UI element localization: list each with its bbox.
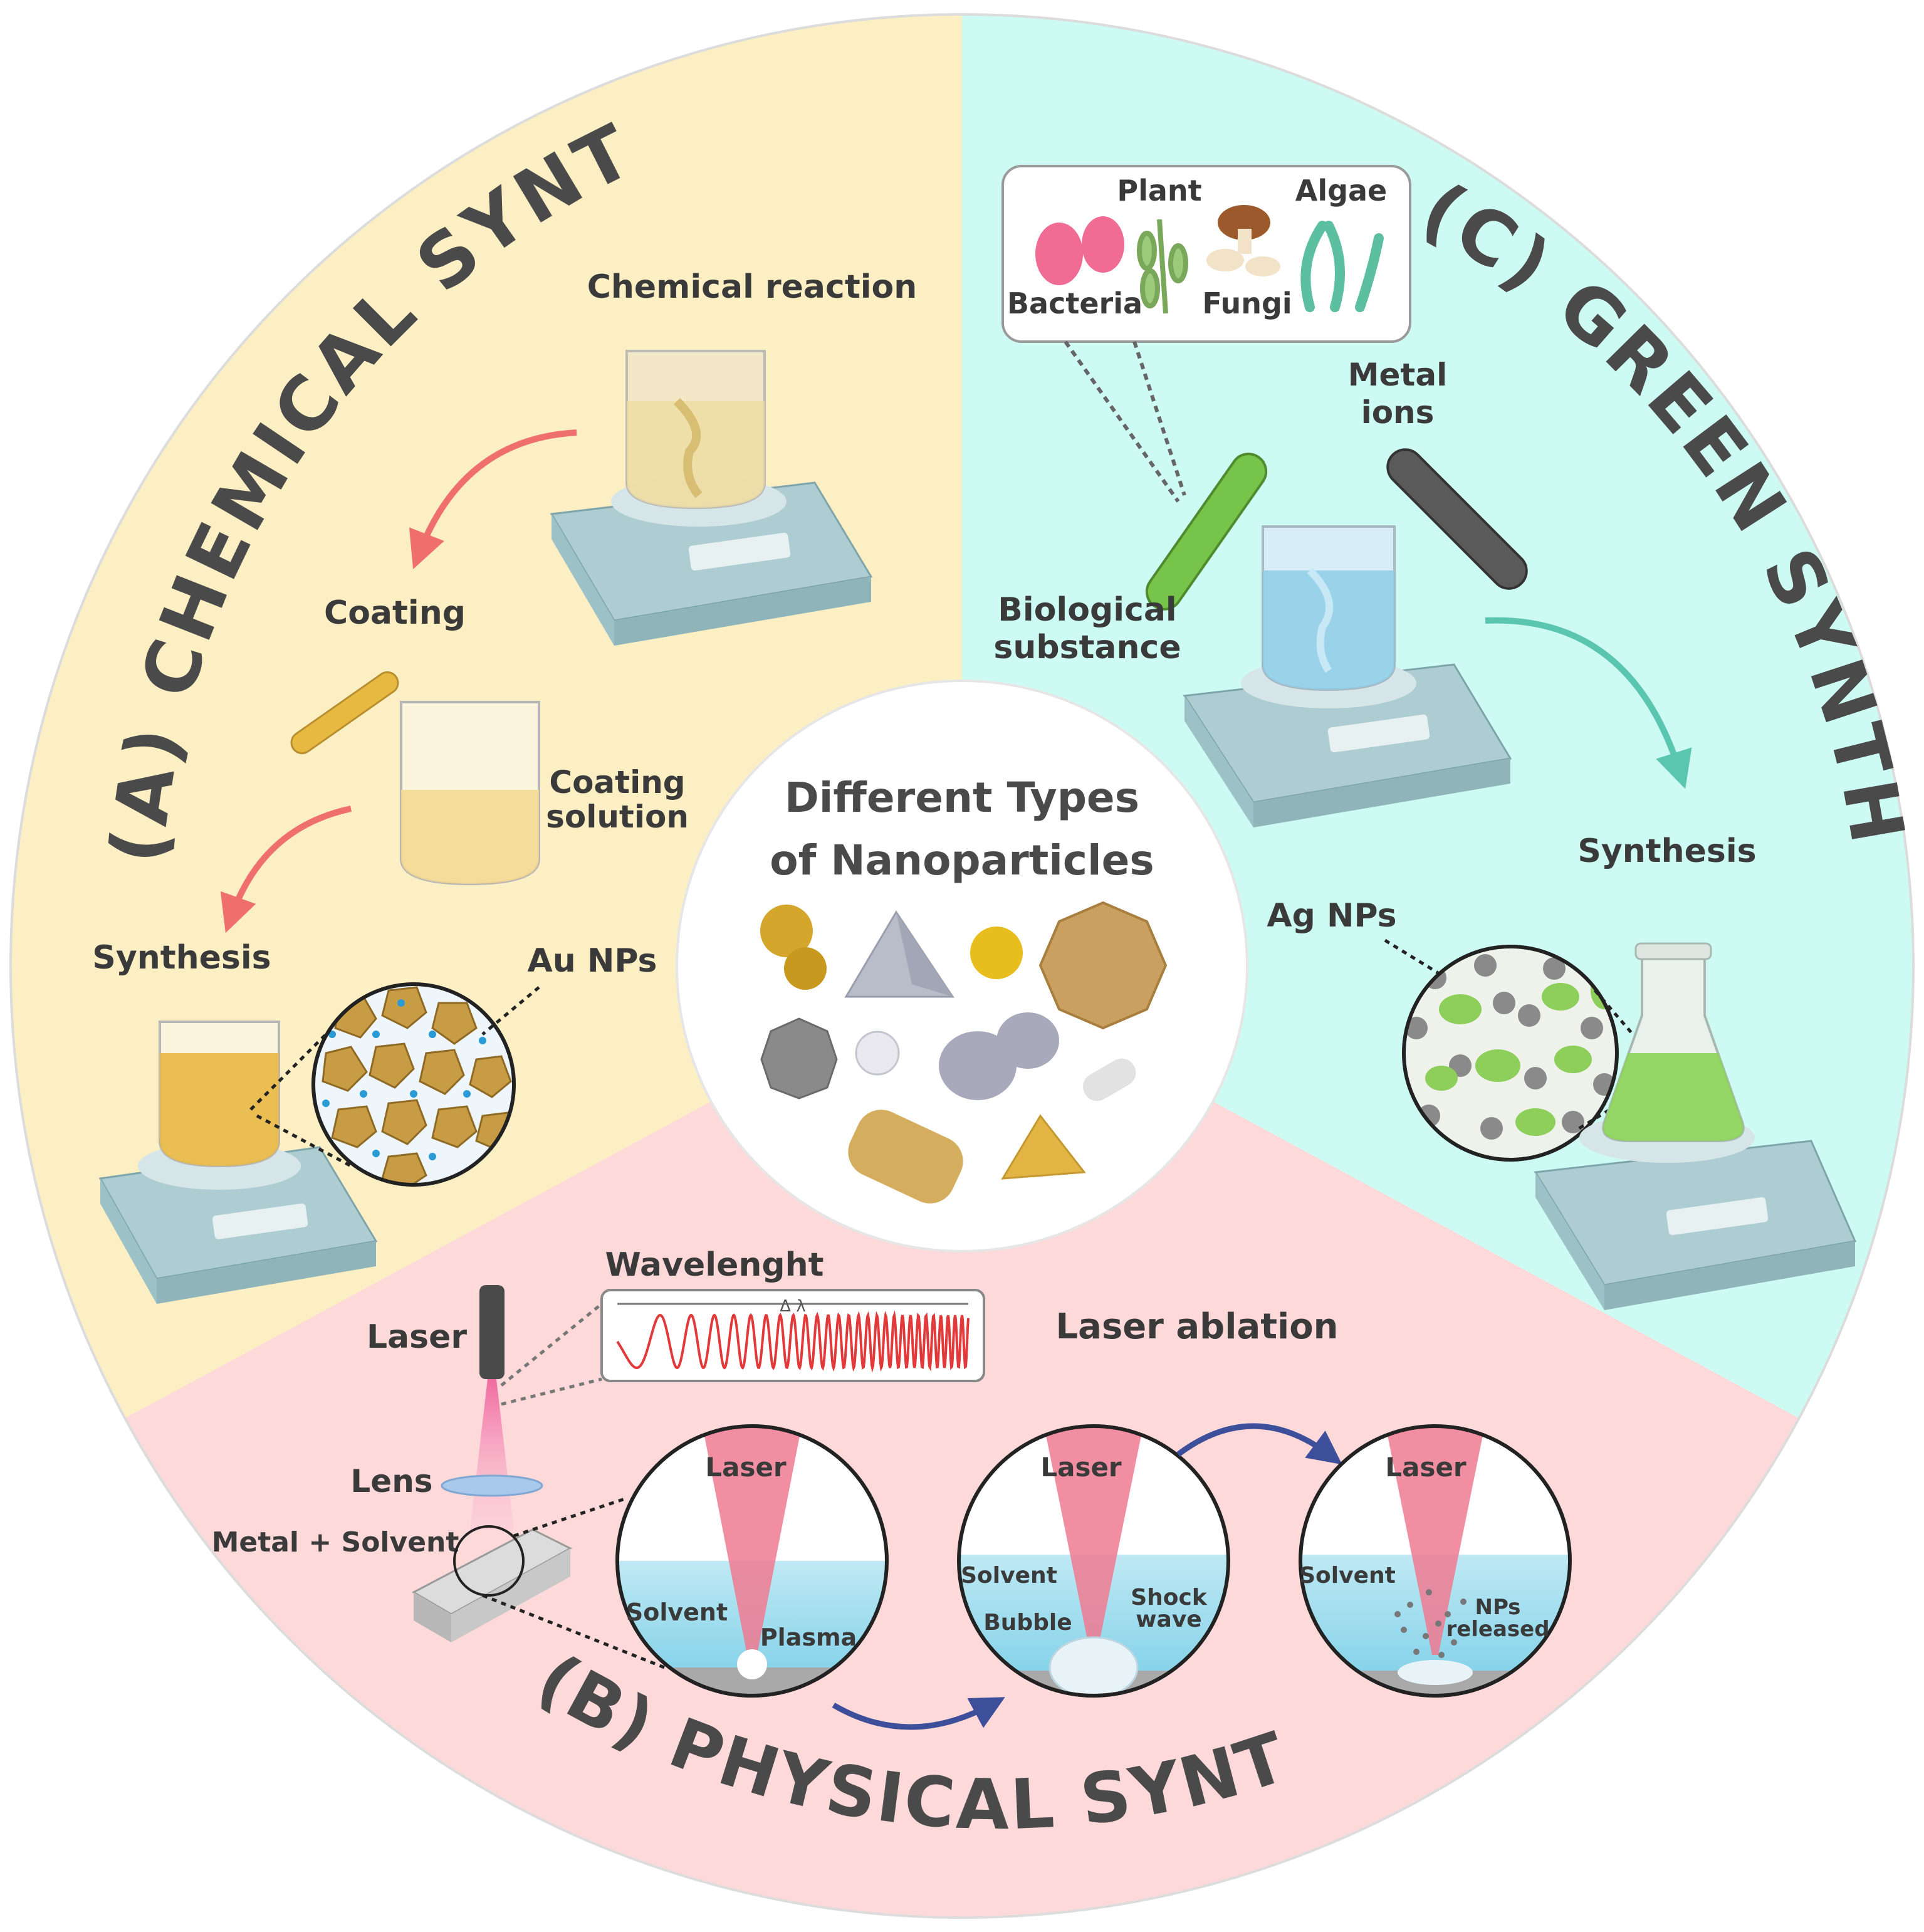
fungi-label: Fungi [1202, 286, 1292, 320]
panel2-solvent-label: Solvent [961, 1563, 1057, 1588]
chem-arrow-1 [409, 429, 577, 569]
silver-dumbbell-particle [939, 1012, 1059, 1100]
panel3-laser-label: Laser [1385, 1452, 1467, 1483]
coating-solution-beaker [400, 701, 540, 886]
biological-substance-label-line1: Biological [998, 591, 1177, 629]
physical-arrow-2 [1176, 1423, 1342, 1465]
fungi-icon [1206, 205, 1280, 276]
chemical-reaction-beaker [625, 350, 766, 510]
wavelength-box: Δ λ [600, 1289, 985, 1382]
center-title-line1: Different Types [785, 774, 1139, 822]
metal-ions-label-line1: Metal [1348, 357, 1447, 393]
laser-ablation-label: Laser ablation [1055, 1306, 1338, 1347]
plant-icon [1137, 219, 1188, 314]
green-synthesis-stirrer [1183, 658, 1512, 827]
chemical-reaction-label: Chemical reaction [587, 268, 918, 306]
panel3-solvent-label: Solvent [1299, 1563, 1396, 1588]
metal-zoom-marker [453, 1525, 525, 1597]
panel3-nps-label-line2: released [1446, 1617, 1549, 1642]
coating-solution-label-line1: Coating [549, 764, 685, 801]
wavelength-label: Wavelenght [605, 1246, 824, 1284]
panel2-shock-label-line1: Shock [1131, 1585, 1208, 1610]
metal-ions-test-tube [1386, 448, 1528, 590]
algae-label: Algae [1295, 174, 1388, 207]
center-title-line2: of Nanoparticles [770, 836, 1154, 885]
panel2-laser-label: Laser [1040, 1452, 1122, 1483]
au-nps-zoom [311, 982, 516, 1187]
gold-polyhedron-particle [1038, 901, 1168, 1030]
green-arrow [1485, 617, 1692, 789]
biological-sources-box: Plant Algae Bacteria Fungi [1001, 165, 1411, 343]
panel3-nps-label-line1: NPs [1475, 1595, 1520, 1620]
biological-test-tube [1145, 453, 1268, 611]
physical-arrow-1 [832, 1697, 1005, 1730]
biological-substance-label-line2: substance [993, 629, 1181, 666]
chemical-synthesis-stirrer [98, 1142, 378, 1304]
gold-peanut-particle [760, 905, 827, 990]
lens-label: Lens [350, 1463, 432, 1499]
coating-label: Coating [324, 594, 466, 632]
chemical-synthesis-label: Synthesis [92, 939, 271, 977]
ablation-panel-bubble: Laser Solvent Bubble Shock wave [957, 1424, 1230, 1698]
panel1-laser-label: Laser [705, 1452, 787, 1483]
gray-polyhedron-particle [760, 1017, 838, 1100]
gold-cylinder-particle [848, 1110, 963, 1204]
delta-lambda-label: Δ λ [780, 1297, 805, 1316]
panel2-shock-label-line2: wave [1136, 1607, 1201, 1632]
bacteria-icon [1035, 216, 1124, 285]
green-reaction-beaker [1262, 525, 1396, 691]
coating-test-tube [290, 671, 399, 755]
metal-solvent-label: Metal + Solvent [212, 1526, 459, 1558]
metal-block [411, 1528, 573, 1642]
white-rod-particle [1083, 1058, 1136, 1101]
au-nps-label: Au NPs [527, 942, 657, 980]
laser-device-label: Laser [367, 1318, 467, 1356]
algae-icon [1300, 221, 1384, 312]
erlenmeyer-flask [1602, 942, 1745, 1142]
panel2-bubble-label: Bubble [983, 1610, 1072, 1635]
chem-arrow-2 [220, 806, 352, 933]
gold-tetrahedron-particle [1001, 1114, 1086, 1180]
chemical-reaction-stirrer [550, 476, 873, 646]
small-silver-sphere [855, 1031, 900, 1076]
metal-ions-label-line2: ions [1361, 394, 1435, 431]
bacteria-label: Bacteria [1007, 286, 1142, 320]
chemical-synthesis-beaker [159, 1021, 280, 1168]
coating-solution-label-line2: solution [546, 799, 689, 835]
plant-label: Plant [1117, 174, 1201, 207]
panel1-plasma-label: Plasma [760, 1624, 857, 1651]
lens [441, 1474, 543, 1497]
center-nanoparticle-panel: Different Types of Nanoparticles [676, 680, 1248, 1252]
green-synthesis-label: Synthesis [1577, 832, 1756, 870]
laser-device [479, 1285, 505, 1379]
panel1-solvent-label: Solvent [626, 1599, 728, 1626]
ag-nps-label: Ag NPs [1267, 897, 1396, 935]
gold-sphere-particle [970, 927, 1023, 979]
ag-nps-zoom [1402, 945, 1619, 1162]
